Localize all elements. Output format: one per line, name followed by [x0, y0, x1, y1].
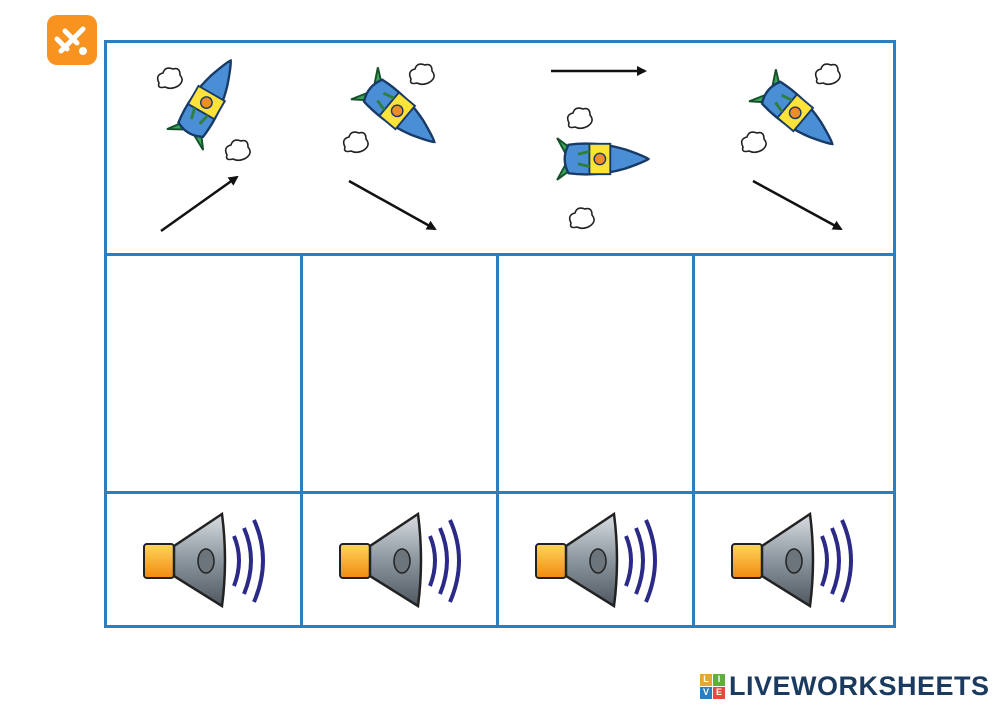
audio-cell-1 [107, 494, 303, 625]
drop-zone-1[interactable] [107, 256, 303, 491]
rocket-icon [740, 63, 848, 231]
app-logo[interactable] [47, 15, 97, 65]
drop-zone-3[interactable] [499, 256, 695, 491]
rocket-image-row [107, 43, 893, 256]
rocket-image-1 [107, 43, 303, 253]
rocket-icon [342, 63, 450, 231]
drop-zone-2[interactable] [303, 256, 499, 491]
brand-mark-letter: V [700, 686, 712, 699]
drop-zone-4[interactable] [695, 256, 893, 491]
rocket-image-2 [303, 43, 499, 253]
rocket-icon [156, 48, 251, 233]
audio-row [107, 494, 893, 625]
rocket-icon [551, 66, 650, 230]
answer-row [107, 256, 893, 494]
audio-cell-2 [303, 494, 499, 625]
speaker-icon[interactable] [336, 508, 466, 612]
speaker-icon[interactable] [728, 508, 858, 612]
brand-mark-icon: L I V E [700, 673, 725, 699]
liveworksheets-brand[interactable]: L I V E LIVEWORKSHEETS [700, 670, 990, 701]
worksheet-grid [104, 40, 896, 628]
speaker-icon[interactable] [532, 508, 662, 612]
brand-name: LIVEWORKSHEETS [729, 670, 990, 701]
brand-mark-letter: I [713, 673, 725, 686]
liveworksheets-pencil-icon [54, 26, 87, 55]
brand-mark-letter: L [700, 673, 712, 686]
speaker-icon[interactable] [140, 508, 270, 612]
audio-cell-4 [695, 494, 893, 625]
audio-cell-3 [499, 494, 695, 625]
rocket-image-4 [695, 43, 891, 253]
brand-mark-letter: E [713, 686, 725, 699]
rocket-image-3 [499, 43, 695, 253]
